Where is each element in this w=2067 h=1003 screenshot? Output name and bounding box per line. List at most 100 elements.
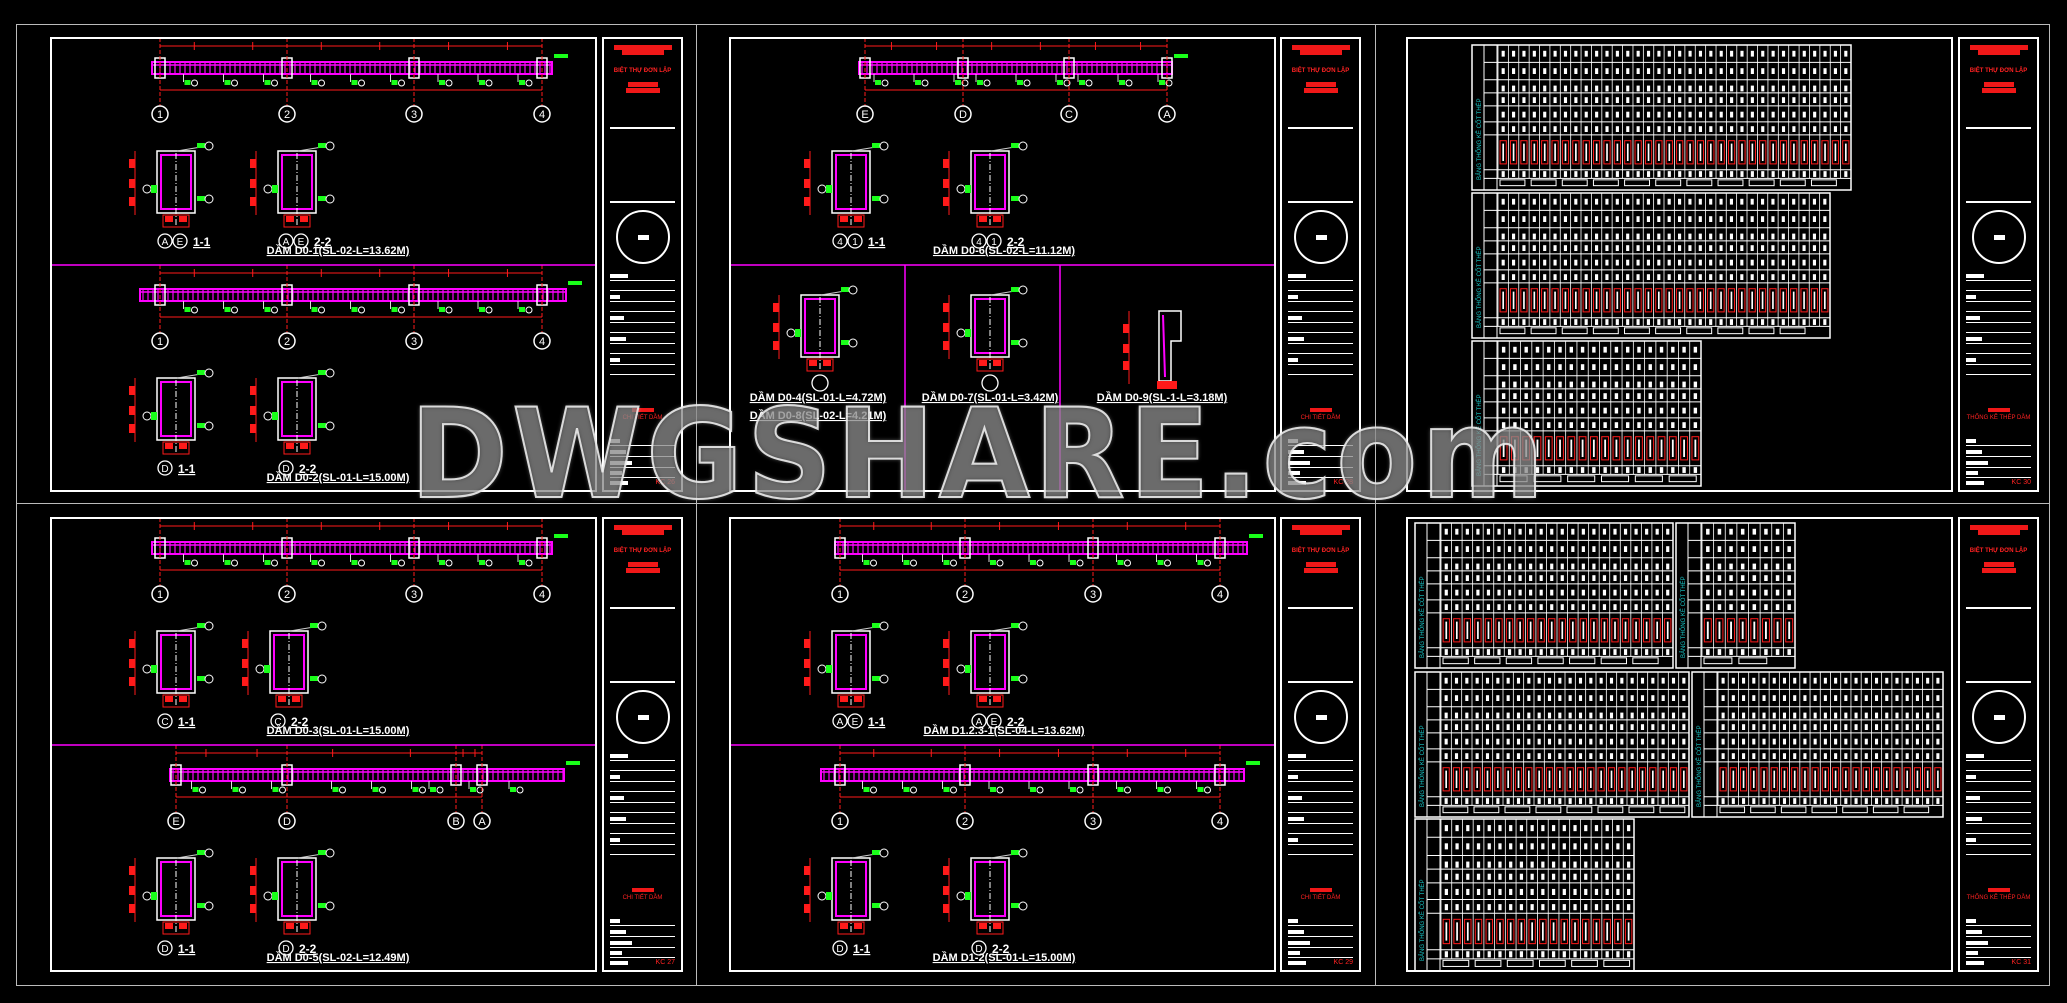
title-block-line	[1966, 833, 2031, 834]
table-cell-text	[1589, 677, 1593, 684]
rebar-mark	[1204, 786, 1211, 794]
rebar-tag	[318, 370, 326, 375]
table-cell-text	[1657, 198, 1661, 205]
table-cell-text	[1518, 589, 1522, 596]
table-cell-text	[1915, 712, 1919, 719]
table-cell-text	[1563, 97, 1568, 103]
title-block-field	[1966, 919, 1976, 923]
table-cell-text	[1454, 738, 1459, 745]
table-cell-text	[1571, 649, 1575, 655]
rebar-mark	[317, 621, 327, 631]
table-cell-text	[1547, 422, 1551, 428]
table-cell-text	[1574, 198, 1578, 205]
title-block-line	[610, 812, 675, 813]
rebar-mark	[879, 674, 889, 684]
table-cell-text	[1465, 677, 1469, 684]
table-cell-text	[1476, 951, 1481, 958]
section-label: 1-1	[178, 462, 196, 476]
table-cell-text	[1864, 712, 1868, 719]
rebar-shape	[1442, 618, 1450, 643]
table-cell-text	[1641, 770, 1644, 788]
table-cell-text	[1574, 111, 1578, 118]
table-label: BẢNG THỐNG KÊ CỐT THÉP	[1475, 246, 1483, 328]
rebar-tag	[197, 423, 205, 428]
table-cell-text	[1874, 677, 1879, 684]
table-cell-text	[1626, 422, 1630, 428]
rebar-shape	[1561, 288, 1570, 313]
dimension-mark	[943, 639, 949, 648]
table-cell-text	[1823, 111, 1827, 118]
rebar-tag	[990, 560, 996, 565]
table-cell-text	[1551, 904, 1556, 911]
table-cell-text	[1671, 467, 1675, 473]
table-cell-text	[1626, 68, 1630, 74]
table-cell-text	[1634, 575, 1638, 581]
table-cell-text	[1616, 843, 1620, 850]
title-block-mark	[1982, 568, 2016, 573]
table-cell-text	[1781, 245, 1785, 251]
table-cell-text	[1543, 319, 1547, 325]
table-cell-text	[1657, 216, 1661, 222]
table-cell-text	[1655, 546, 1659, 552]
rebar-shape	[1719, 767, 1727, 792]
table-cell-text	[1646, 50, 1651, 57]
table-cell-text	[1872, 806, 1899, 814]
rebar-mark	[318, 306, 325, 314]
table-cell-text	[1476, 904, 1481, 911]
section-outline	[277, 150, 317, 214]
table-cell-text	[1578, 798, 1583, 804]
table-cell-text	[1632, 657, 1659, 665]
table-cell-text	[1476, 649, 1480, 655]
rebar-shape	[1665, 288, 1673, 313]
table-cell-text	[1614, 346, 1619, 353]
table-cell-text	[1589, 798, 1593, 804]
table-cell-text	[1719, 216, 1723, 222]
table-cell-text	[1845, 770, 1847, 788]
table-cell-text	[1539, 575, 1543, 581]
table-cell-text	[1722, 770, 1724, 788]
title-block-field	[1288, 961, 1306, 965]
table-cell-text	[1782, 291, 1785, 309]
table-cell-text	[1527, 738, 1531, 745]
beam-title: DẦM D0-1(SL-02-L=13.62M)	[267, 244, 410, 257]
table-cell-text	[1530, 951, 1534, 958]
level-tag	[1249, 534, 1263, 538]
axis-bubble	[278, 460, 294, 476]
axis-bubble	[157, 233, 173, 249]
table-cell-text	[1609, 712, 1614, 719]
table-cell-text	[1812, 259, 1816, 266]
rebar-mark	[142, 891, 152, 901]
section-label: 2-2	[1007, 715, 1025, 729]
table-cell-text	[1721, 712, 1725, 719]
table-cell-text	[1595, 259, 1599, 266]
table-cell-text	[1651, 753, 1655, 759]
table-cell-text	[1678, 111, 1682, 118]
table-cell-text	[1465, 589, 1469, 596]
table-cell-text	[1626, 126, 1630, 132]
rebar-mark	[910, 786, 917, 794]
table-cell-text	[1773, 770, 1776, 788]
rebar-tag	[863, 787, 870, 792]
title-block-field	[1966, 775, 1976, 779]
table-cell-text	[1706, 546, 1710, 552]
table-cell-text	[1474, 959, 1502, 967]
table-cell-text	[1522, 85, 1526, 92]
table-cell-text	[1748, 179, 1775, 187]
table-cell-text	[1465, 649, 1469, 655]
rebar-shape	[1632, 618, 1640, 643]
table-cell-text	[1646, 68, 1651, 74]
table-cell-text	[1551, 888, 1556, 895]
dimension-mark	[804, 904, 810, 913]
rebar-mark	[1018, 901, 1028, 911]
table-cell-text	[1605, 68, 1609, 74]
rebar-tag	[943, 560, 950, 565]
dimension-mark	[804, 866, 810, 875]
table-cell-text	[1610, 770, 1613, 788]
table-cell-text	[1599, 695, 1603, 701]
title-block-line	[1966, 823, 2031, 824]
table-cell-text	[1584, 861, 1588, 868]
rebar-mark	[204, 194, 214, 204]
rebar-mark	[1085, 79, 1093, 87]
table-cell-text	[1678, 274, 1682, 280]
